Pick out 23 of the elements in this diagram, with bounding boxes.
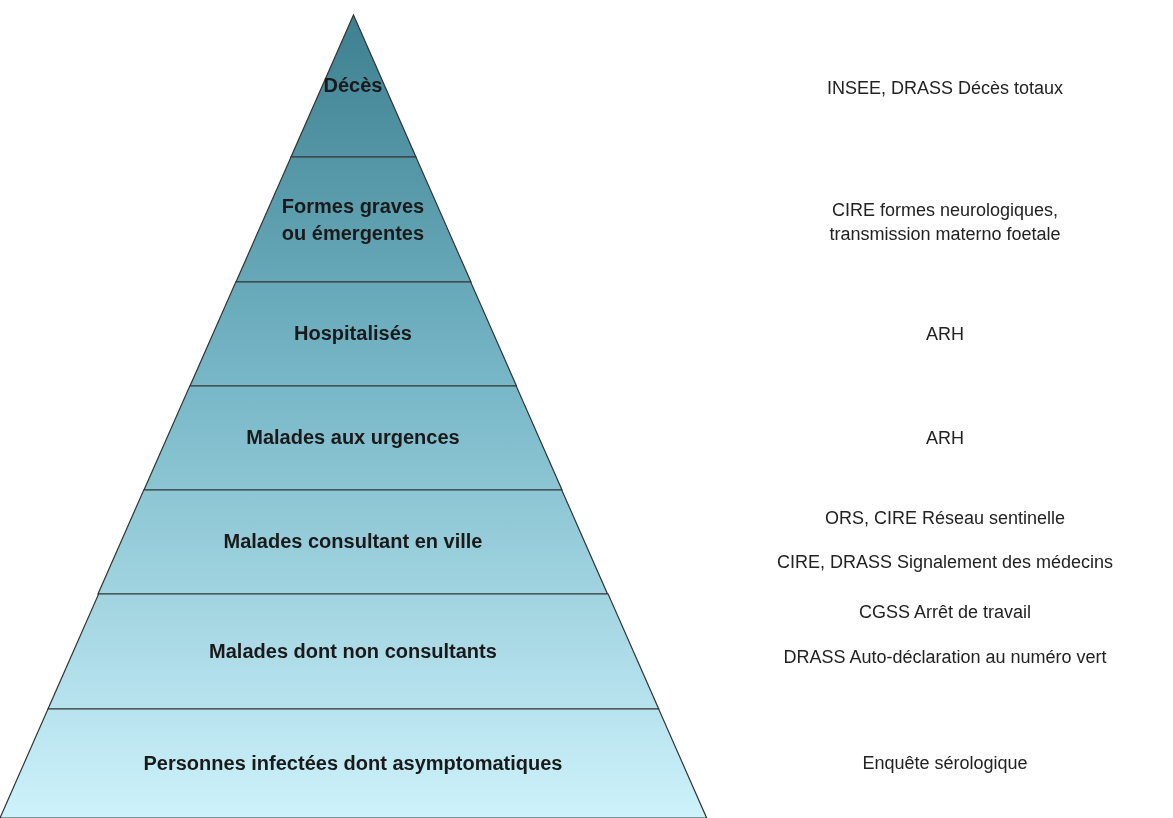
pyramid-level [47, 594, 659, 709]
source-text: CIRE, DRASS Signalement des médecins [775, 551, 1115, 574]
source-text: CGSS Arrêt de travail [857, 601, 1033, 624]
pyramid-level [0, 709, 707, 818]
level-label: Formes graves ou émergentes [280, 193, 426, 246]
level-label: Décès [323, 73, 383, 98]
source-text: ARH [925, 323, 965, 346]
level-label: Malades consultant en ville [223, 529, 483, 554]
source-text: DRASS Auto-déclaration au numéro vert [782, 646, 1108, 669]
pyramid-level [189, 282, 517, 386]
source-text: CIRE formes neurologiques, transmission materno foetale [828, 199, 1062, 246]
pyramid-level [98, 490, 608, 594]
level-label: Malades aux urgences [246, 425, 460, 450]
source-text: ARH [925, 427, 965, 450]
source-text: ORS, CIRE Réseau sentinelle [823, 507, 1067, 530]
pyramid-level [290, 15, 416, 157]
source-text: Enquête sérologique [861, 752, 1029, 775]
source-text: INSEE, DRASS Décès totaux [825, 77, 1065, 100]
pyramid-level [235, 157, 471, 282]
level-label: Personnes infectées dont asymptomatiques [143, 750, 563, 776]
level-label: Malades dont non consultants [209, 638, 497, 664]
pyramid-level [144, 386, 562, 490]
level-label: Hospitalisés [294, 321, 412, 346]
